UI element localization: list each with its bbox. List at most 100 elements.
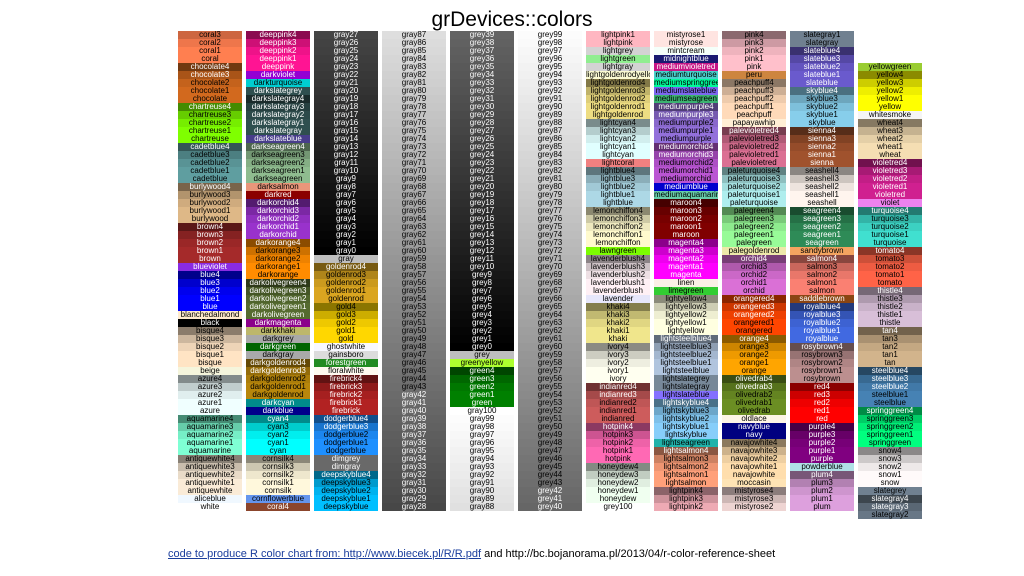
color-swatch: green4 (450, 367, 514, 375)
color-swatch: gray2 (314, 231, 378, 239)
color-swatch: gray62 (382, 231, 446, 239)
color-swatch: purple1 (790, 447, 854, 455)
color-swatch: whitesmoke (858, 111, 922, 119)
color-swatch: lightgoldenrod (586, 111, 650, 119)
color-swatch: lightcoral (586, 159, 650, 167)
color-swatch: ivory4 (586, 343, 650, 351)
color-swatch: orangered (722, 327, 786, 335)
color-swatch: lightyellow3 (654, 303, 718, 311)
color-swatch: grey29 (450, 111, 514, 119)
color-swatch: slateblue3 (790, 55, 854, 63)
color-swatch: slategray4 (858, 495, 922, 503)
color-swatch: gray44 (382, 375, 446, 383)
color-swatch: mediumblue (654, 183, 718, 191)
color-swatch: red4 (790, 383, 854, 391)
color-swatch: pink1 (722, 55, 786, 63)
color-swatch: gray95 (450, 447, 514, 455)
color-swatch: cadetblue (178, 175, 242, 183)
color-swatch: powderblue (790, 463, 854, 471)
color-swatch: violetred3 (858, 167, 922, 175)
color-swatch: grey35 (450, 63, 514, 71)
color-swatch: goldenrod (314, 295, 378, 303)
color-swatch: salmon1 (790, 279, 854, 287)
footer-link[interactable]: code to produce R color chart from: http… (168, 548, 482, 560)
color-swatch: darkslategrey (246, 87, 310, 95)
color-swatch: dimgrey (314, 455, 378, 463)
color-swatch: grey81 (518, 175, 582, 183)
color-swatch: slategrey (858, 487, 922, 495)
color-swatch: gray25 (314, 47, 378, 55)
color-swatch: gray77 (382, 111, 446, 119)
color-swatch: mediumpurple (654, 135, 718, 143)
color-swatch: burlywood3 (178, 191, 242, 199)
color-swatch: gray22 (314, 71, 378, 79)
color-swatch: tomato4 (858, 247, 922, 255)
color-swatch: gray73 (382, 143, 446, 151)
color-swatch: mistyrose3 (722, 495, 786, 503)
color-swatch: lightpink1 (586, 31, 650, 39)
color-swatch: royalblue4 (790, 303, 854, 311)
color-swatch: lightskyblue3 (654, 407, 718, 415)
color-swatch: grey43 (518, 479, 582, 487)
color-swatch: cornsilk4 (246, 455, 310, 463)
color-swatch: grey84 (518, 151, 582, 159)
color-swatch: darkseagreen3 (246, 151, 310, 159)
color-swatch: navajowhite (722, 471, 786, 479)
color-swatch: lightskyblue2 (654, 415, 718, 423)
color-swatch: gray41 (382, 399, 446, 407)
color-swatch: lightseagreen (654, 439, 718, 447)
color-swatch: gray7 (314, 191, 378, 199)
color-swatch: turquoise3 (858, 215, 922, 223)
color-swatch: gray1 (314, 239, 378, 247)
color-swatch: lightsteelblue4 (654, 335, 718, 343)
color-swatch: lightgoldenrod4 (586, 79, 650, 87)
color-swatch: grey96 (518, 55, 582, 63)
color-swatch: slategray3 (858, 503, 922, 511)
color-swatch: grey64 (518, 311, 582, 319)
color-swatch: darkorange3 (246, 247, 310, 255)
color-swatch: grey51 (518, 415, 582, 423)
color-swatch: lavenderblush (586, 287, 650, 295)
color-swatch: gray14 (314, 135, 378, 143)
color-swatch: gray67 (382, 191, 446, 199)
color-swatch: mediumorchid1 (654, 167, 718, 175)
color-swatch: gray15 (314, 127, 378, 135)
color-swatch: seagreen3 (790, 215, 854, 223)
color-swatch: moccasin (722, 479, 786, 487)
color-swatch: tomato2 (858, 263, 922, 271)
color-swatch: gray20 (314, 87, 378, 95)
color-swatch: palegreen1 (722, 231, 786, 239)
color-swatch: skyblue3 (790, 95, 854, 103)
color-swatch: lightsteelblue (654, 367, 718, 375)
color-swatch: gray31 (382, 479, 446, 487)
color-swatch: springgreen2 (858, 423, 922, 431)
color-swatch: lightsteelblue3 (654, 343, 718, 351)
color-swatch: grey87 (518, 127, 582, 135)
color-swatch: gray97 (450, 431, 514, 439)
color-swatch: lavenderblush1 (586, 279, 650, 287)
color-swatch: dodgerblue (314, 447, 378, 455)
color-swatch: gray30 (382, 487, 446, 495)
color-swatch: gray65 (382, 207, 446, 215)
color-swatch: yellow2 (858, 87, 922, 95)
color-swatch: lightyellow4 (654, 295, 718, 303)
color-swatch: chartreuse2 (178, 119, 242, 127)
color-swatch: thistle (858, 319, 922, 327)
color-swatch: bisque2 (178, 343, 242, 351)
color-swatch: sandybrown (790, 247, 854, 255)
color-swatch: grey18 (450, 199, 514, 207)
color-swatch: darkslategray1 (246, 119, 310, 127)
color-swatch: seagreen (790, 239, 854, 247)
color-swatch: tomato (858, 279, 922, 287)
color-swatch: maroon1 (654, 223, 718, 231)
color-swatch: grey45 (518, 463, 582, 471)
color-swatch: mediumslateblue (654, 87, 718, 95)
color-swatch: sienna3 (790, 135, 854, 143)
color-swatch: lemonchiffon1 (586, 231, 650, 239)
color-swatch: brown (178, 255, 242, 263)
color-swatch: steelblue3 (858, 375, 922, 383)
color-swatch: cadetblue4 (178, 143, 242, 151)
color-swatch: dodgerblue4 (314, 415, 378, 423)
color-swatch: chocolate2 (178, 79, 242, 87)
